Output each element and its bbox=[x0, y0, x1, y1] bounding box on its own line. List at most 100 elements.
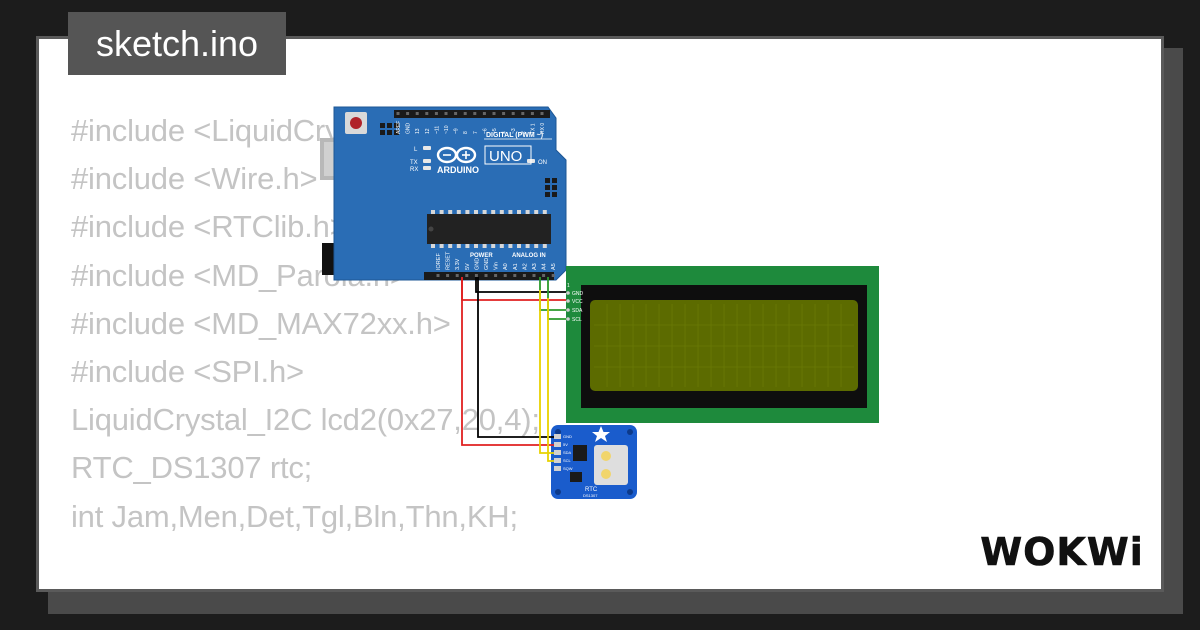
bottom-pin-label: A3 bbox=[532, 263, 538, 270]
top-pin-label: ~11 bbox=[434, 126, 440, 134]
led-label-rx: RX bbox=[410, 167, 418, 173]
lcd-2004-i2c[interactable]: 1 GND VCC SDA SCL bbox=[566, 266, 879, 423]
pin-hole bbox=[492, 112, 496, 115]
analog-label: ANALOG IN bbox=[512, 253, 546, 259]
led-label-l: L bbox=[414, 147, 418, 153]
top-pin-label: 12 bbox=[425, 128, 431, 134]
pin-hole bbox=[530, 112, 534, 115]
pin-hole bbox=[436, 274, 440, 277]
battery-holder bbox=[594, 445, 628, 485]
pin-hole bbox=[532, 274, 536, 277]
rtc-pin-sda: SDA bbox=[563, 450, 572, 455]
rtc-wire[interactable] bbox=[477, 277, 554, 438]
rtc-wire[interactable] bbox=[547, 298, 554, 462]
power-label: POWER bbox=[470, 253, 493, 259]
lcd-wire[interactable] bbox=[539, 277, 566, 311]
pin-hole bbox=[521, 112, 525, 115]
pin-hole bbox=[474, 274, 478, 277]
pin-hole bbox=[425, 112, 429, 115]
pin-hole bbox=[540, 112, 544, 115]
rtc-label: RTC bbox=[585, 487, 598, 493]
bottom-pin-label: A2 bbox=[522, 263, 528, 270]
bottom-pin-label: A1 bbox=[513, 263, 519, 270]
rtc-pin-scl: SCL bbox=[563, 458, 572, 463]
top-pin-label: 2 bbox=[521, 131, 527, 134]
bottom-pin-label: RESET bbox=[446, 251, 452, 270]
wokwi-logo-text: WOKWi bbox=[980, 530, 1144, 574]
pin-hole bbox=[454, 112, 458, 115]
code-line: RTC_DS1307 rtc; bbox=[71, 450, 313, 486]
star-logo-icon bbox=[592, 426, 610, 442]
lcd-pin-scl: SCL bbox=[572, 317, 582, 323]
pin-hole bbox=[551, 274, 555, 277]
pin-hole bbox=[473, 112, 477, 115]
pin-hole bbox=[494, 274, 498, 277]
rtc-chip-label: DS1307 bbox=[583, 493, 598, 498]
pin-hole bbox=[502, 112, 506, 115]
code-line: #include <Wire.h> bbox=[71, 161, 318, 197]
pin-hole bbox=[522, 274, 526, 277]
rtc-pin-sqw: SQW bbox=[563, 466, 573, 471]
pin-hole bbox=[396, 112, 400, 115]
arduino-brand: ARDUINO bbox=[437, 165, 479, 175]
wokwi-logo: WOKWi bbox=[980, 530, 1144, 575]
top-pin-label: AREF bbox=[396, 121, 402, 134]
svg-text:1: 1 bbox=[567, 283, 570, 289]
bottom-pin-label: A0 bbox=[503, 263, 509, 270]
ds1307-chip bbox=[573, 445, 587, 461]
digital-label: DIGITAL (PWM ~) bbox=[486, 132, 543, 139]
pin-hole bbox=[415, 112, 419, 115]
top-pin-label: ~3 bbox=[511, 128, 517, 134]
bottom-pin-label: IOREF bbox=[436, 253, 442, 270]
lcd-wire[interactable] bbox=[475, 277, 566, 293]
power-analog-header bbox=[424, 272, 554, 280]
arduino-model: UNO bbox=[489, 148, 522, 165]
top-pin-label: ~6 bbox=[482, 128, 488, 134]
bottom-pin-label: Vin bbox=[494, 262, 500, 270]
digital-header bbox=[394, 110, 550, 118]
rtc-wire[interactable] bbox=[461, 277, 554, 446]
pin-hole bbox=[511, 112, 515, 115]
rtc-pin-5v: 5V bbox=[563, 442, 568, 447]
rtc-wire[interactable] bbox=[539, 290, 554, 454]
pin-hole bbox=[513, 274, 517, 277]
top-pin-label: 7 bbox=[473, 131, 479, 134]
top-pin-label: 13 bbox=[415, 128, 421, 134]
top-pin-label: ~5 bbox=[492, 128, 498, 134]
bottom-pin-label: GND bbox=[484, 258, 490, 270]
top-pin-label: 8 bbox=[463, 131, 469, 134]
top-pin-label: 4 bbox=[502, 131, 508, 134]
bottom-pin-label: 5V bbox=[465, 263, 471, 270]
code-line: #include <SPI.h> bbox=[71, 353, 304, 389]
bottom-pin-label: A5 bbox=[551, 263, 557, 270]
pin-hole bbox=[406, 112, 410, 115]
pin-hole bbox=[465, 274, 469, 277]
pin-hole bbox=[446, 274, 450, 277]
code-line: LiquidCrystal_I2C lcd2(0x27,20,4); bbox=[71, 402, 540, 438]
top-pin-label: TX 1 bbox=[530, 123, 536, 134]
arduino-logo-icon bbox=[436, 146, 477, 164]
code-line: #include <RTClib.h> bbox=[71, 209, 348, 245]
pin-hole bbox=[542, 274, 546, 277]
sketch-filename: sketch.ino bbox=[68, 12, 286, 75]
pin-hole bbox=[463, 112, 467, 115]
lcd-pin-gnd: GND bbox=[572, 291, 584, 297]
code-line: #include <MD_MAX72xx.h> bbox=[71, 305, 451, 341]
code-line: int Jam,Men,Det,Tgl,Bln,Thn,KH; bbox=[71, 498, 518, 534]
pin-hole bbox=[503, 274, 507, 277]
lcd-pin-vcc: VCC bbox=[572, 299, 583, 305]
top-pin-label: RX 0 bbox=[540, 123, 546, 134]
top-pin-label: GND bbox=[406, 123, 412, 135]
rtc-pin-gnd: GND bbox=[563, 434, 572, 439]
lcd-wire[interactable] bbox=[547, 277, 566, 320]
rtc-ds1307-module[interactable]: GND 5V SDA SCL SQW RTC DS1307 bbox=[551, 425, 637, 499]
bottom-pin-label: 3.3V bbox=[455, 258, 461, 270]
pin-hole bbox=[484, 274, 488, 277]
atmega-chip bbox=[427, 214, 551, 244]
pin-hole bbox=[434, 112, 438, 115]
bottom-pin-label: A4 bbox=[542, 263, 548, 270]
led-label-tx: TX bbox=[410, 160, 418, 166]
bottom-pin-label: GND bbox=[474, 258, 480, 270]
